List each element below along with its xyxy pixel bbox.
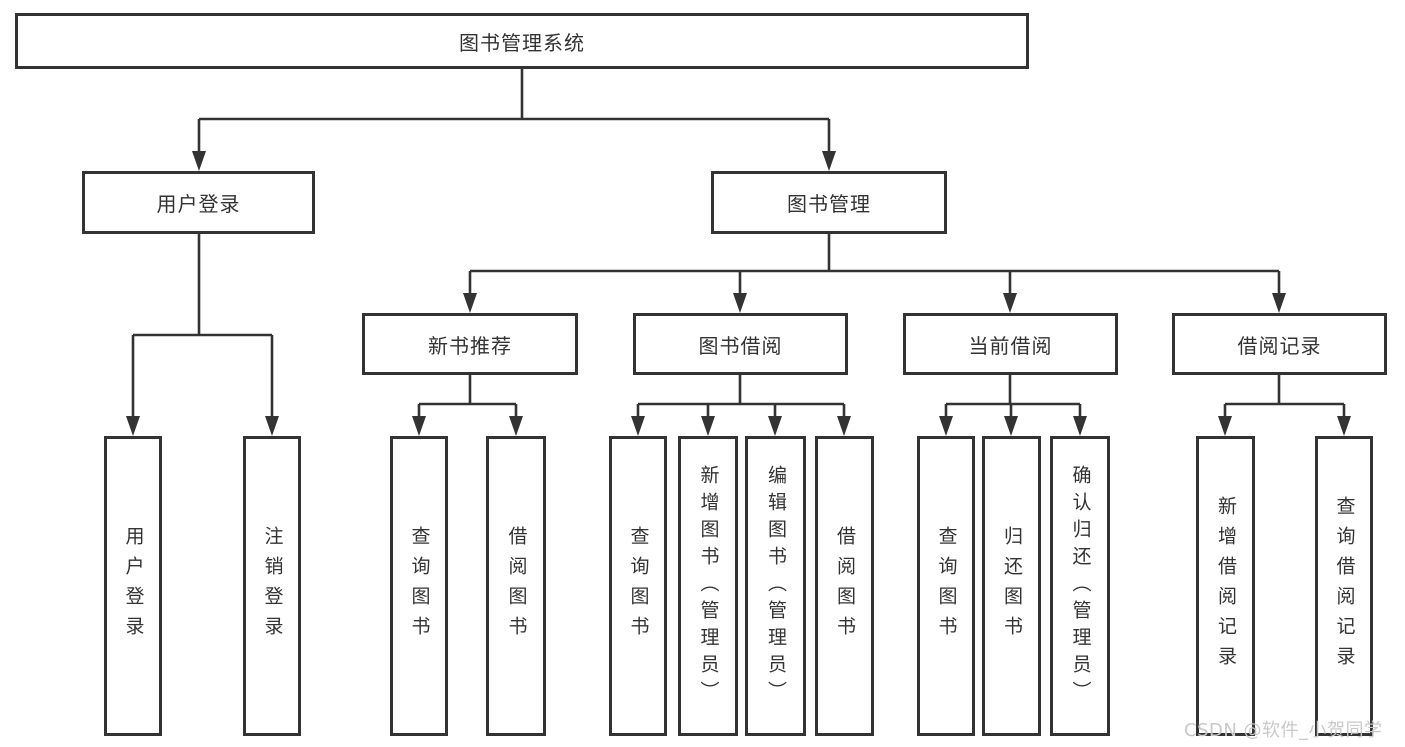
leaf-user-login-label: 用户登录 (122, 526, 145, 646)
node-new-book-recommend-label: 新书推荐 (428, 333, 512, 358)
leaf-return-books-label: 归还图书 (1001, 526, 1023, 646)
connector-records-to-leaves (1218, 375, 1351, 436)
node-book-management-label: 图书管理 (787, 192, 871, 216)
leaf-return-books: 归还图书 (982, 436, 1041, 736)
leaf-query-books-2: 查询图书 (609, 436, 667, 736)
leaf-query-borrow-record-label: 查询借阅记录 (1333, 496, 1356, 676)
leaf-add-borrow-record-label: 新增借阅记录 (1215, 496, 1237, 676)
node-borrow-records: 借阅记录 (1172, 313, 1387, 375)
leaf-logout: 注销登录 (243, 436, 301, 736)
leaf-logout-label: 注销登录 (261, 526, 284, 646)
csdn-watermark: CSDN @软件_小贺同学 (1184, 720, 1383, 741)
connector-root-to-level2 (192, 69, 836, 171)
leaf-edit-books-admin-label: 编辑图书（管理员） (765, 464, 787, 708)
leaf-borrow-books-1-label: 借阅图书 (505, 526, 528, 646)
node-book-borrow-label: 图书借阅 (698, 333, 783, 358)
node-book-borrow: 图书借阅 (633, 313, 848, 375)
node-library-system: 图书管理系统 (15, 13, 1029, 69)
node-borrow-records-label: 借阅记录 (1237, 333, 1322, 358)
node-user-login: 用户登录 (82, 171, 315, 234)
leaf-query-books-2-label: 查询图书 (627, 526, 650, 646)
leaf-query-books-1-label: 查询图书 (408, 526, 431, 646)
leaf-add-books-admin-label: 新增图书（管理员） (697, 464, 720, 708)
node-current-borrow-label: 当前借阅 (968, 333, 1053, 358)
node-user-login-label: 用户登录 (156, 192, 241, 216)
connector-newbook-to-leaves (412, 375, 523, 436)
leaf-user-login: 用户登录 (104, 436, 162, 736)
leaf-borrow-books-2-label: 借阅图书 (834, 526, 856, 646)
leaf-query-borrow-record: 查询借阅记录 (1315, 436, 1373, 736)
leaf-query-books-3: 查询图书 (917, 436, 975, 736)
leaf-add-borrow-record: 新增借阅记录 (1196, 436, 1255, 736)
connector-mgmt-to-level3 (463, 234, 1286, 313)
connector-login-to-leaves (126, 234, 279, 436)
leaf-borrow-books-2: 借阅图书 (815, 436, 874, 736)
connector-bookborrow-to-leaves (631, 375, 851, 436)
connector-currentborrow-to-leaves (939, 375, 1087, 436)
leaf-query-books-1: 查询图书 (390, 436, 448, 736)
leaf-confirm-return-admin: 确认归还（管理员） (1050, 436, 1110, 736)
leaf-confirm-return-admin-label: 确认归还（管理员） (1069, 464, 1092, 708)
node-library-system-label: 图书管理系统 (459, 30, 585, 55)
node-new-book-recommend: 新书推荐 (362, 313, 578, 375)
node-book-management: 图书管理 (711, 171, 947, 234)
leaf-query-books-3-label: 查询图书 (935, 526, 958, 646)
node-current-borrow: 当前借阅 (903, 313, 1118, 375)
leaf-edit-books-admin: 编辑图书（管理员） (745, 436, 806, 736)
leaf-add-books-admin: 新增图书（管理员） (678, 436, 738, 736)
leaf-borrow-books-1: 借阅图书 (486, 436, 546, 736)
